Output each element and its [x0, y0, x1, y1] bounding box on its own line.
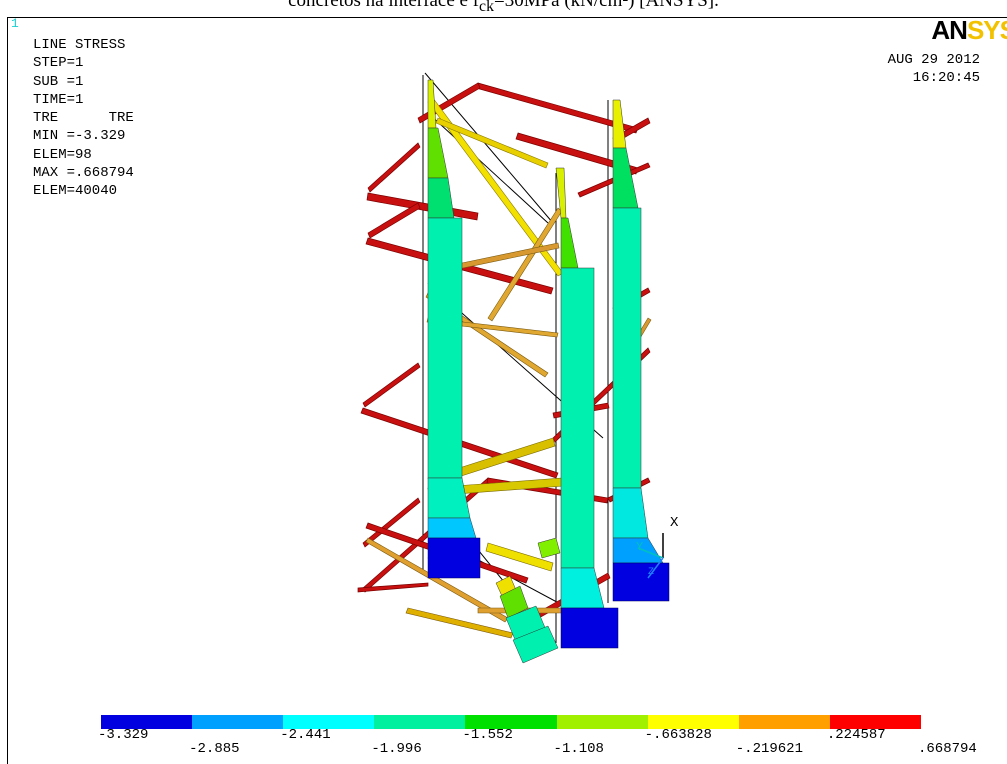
- plot-title: LINE STRESS: [33, 37, 126, 53]
- logo-accent: SYS: [966, 17, 1007, 45]
- legend-tick-label-bottom: -1.108: [553, 741, 604, 757]
- time-label: TIME=1: [33, 91, 84, 108]
- contour-legend-bar: [101, 715, 921, 729]
- max-value: MAX =.668794: [33, 165, 134, 182]
- lower-diagonal-member: [495, 537, 561, 664]
- legend-tick-label-top: -.663828: [644, 727, 712, 743]
- column-middle: [555, 167, 619, 649]
- ansys-graphics-window[interactable]: 1 LINE STRESS STEP=1 SUB =1 TIME=1 TRE T…: [7, 17, 1007, 764]
- legend-color-swatch: [283, 715, 375, 729]
- legend-color-swatch: [647, 715, 739, 729]
- legend-tick-label-top: .224587: [826, 727, 886, 743]
- min-element: ELEM=98: [33, 146, 92, 163]
- column-left: [427, 79, 481, 579]
- legend-tick-label-bottom: -2.885: [189, 741, 240, 757]
- substep-label: SUB =1: [33, 73, 84, 90]
- legend-tick-label-bottom: -1.996: [371, 741, 422, 757]
- item-label: TRE TRE: [33, 110, 134, 127]
- legend-color-swatch: [192, 715, 284, 729]
- triad-icon: X Y Z: [636, 515, 679, 579]
- caption-text: concretos na interface e fck=30MPa (kN/c…: [288, 0, 719, 15]
- legend-color-swatch: [374, 715, 466, 729]
- legend-color-swatch: [738, 715, 830, 729]
- legend-tick-label-top: -2.441: [280, 727, 331, 743]
- step-label: STEP=1: [33, 55, 84, 72]
- time-label-right: 16:20:45: [912, 69, 980, 86]
- triad-z-label: Z: [648, 567, 654, 578]
- legend-tick-label-bottom: .668794: [918, 741, 977, 757]
- timestamp: AUG 29 2012 16:20:45: [888, 52, 980, 87]
- date-label: AUG 29 2012: [887, 52, 980, 68]
- figure-caption: concretos na interface e fck=30MPa (kN/c…: [0, 0, 1007, 16]
- window-number: 1: [11, 17, 19, 31]
- structure-model[interactable]: X Y Z: [8, 18, 1007, 698]
- legend-color-swatch: [101, 715, 193, 729]
- triad-y-label: Y: [636, 540, 643, 554]
- legend-color-swatch: [465, 715, 557, 729]
- column-right: [612, 99, 670, 602]
- legend-color-swatch: [556, 715, 648, 729]
- min-value: MIN =-3.329: [33, 128, 126, 145]
- logo-main: AN: [931, 17, 968, 45]
- legend-color-swatch: [829, 715, 921, 729]
- result-info-panel: LINE STRESS STEP=1 SUB =1 TIME=1 TRE TRE…: [33, 36, 134, 201]
- max-element: ELEM=40040: [33, 183, 118, 200]
- legend-tick-label-bottom: -.219621: [735, 741, 803, 757]
- red-beams: [357, 82, 651, 624]
- ansys-logo: ANSYS: [931, 17, 1007, 46]
- legend-tick-label-top: -1.552: [462, 727, 513, 743]
- legend-tick-label-top: -3.329: [98, 727, 149, 743]
- triad-x-label: X: [670, 515, 679, 531]
